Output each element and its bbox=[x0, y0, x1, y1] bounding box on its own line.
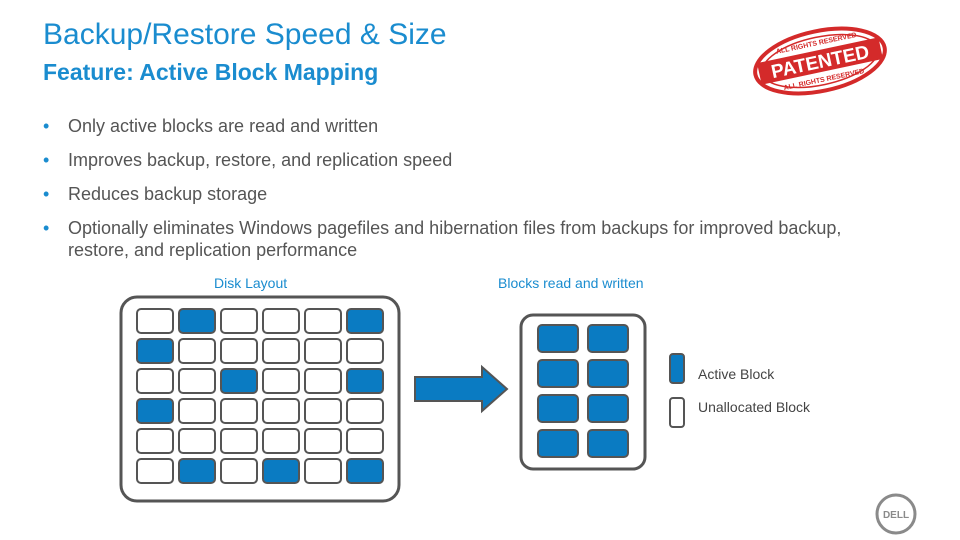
disk-block-unallocated bbox=[304, 428, 342, 454]
disk-block-active bbox=[220, 368, 258, 394]
disk-block-unallocated bbox=[178, 368, 216, 394]
bullet-item: Optionally eliminates Windows pagefiles … bbox=[43, 217, 843, 261]
bullet-item: Reduces backup storage bbox=[43, 183, 843, 205]
arrow-right-icon bbox=[414, 364, 509, 414]
read-block-active bbox=[537, 394, 579, 423]
disk-block-unallocated bbox=[262, 368, 300, 394]
disk-block-unallocated bbox=[178, 428, 216, 454]
disk-block-unallocated bbox=[136, 308, 174, 334]
disk-block-active bbox=[346, 458, 384, 484]
disk-block-unallocated bbox=[136, 368, 174, 394]
disk-block-active bbox=[136, 338, 174, 364]
dell-logo-text: DELL bbox=[883, 510, 909, 521]
active-blocks-panel bbox=[519, 313, 647, 471]
slide-title: Backup/Restore Speed & Size bbox=[43, 18, 447, 51]
read-block-active bbox=[587, 429, 629, 458]
patented-stamp: ALL RIGHTS RESERVED PATENTED ALL RIGHTS … bbox=[753, 26, 887, 96]
disk-block-unallocated bbox=[220, 398, 258, 424]
disk-block-unallocated bbox=[346, 338, 384, 364]
disk-block-unallocated bbox=[346, 398, 384, 424]
disk-block-unallocated bbox=[304, 398, 342, 424]
bullet-item: Improves backup, restore, and replicatio… bbox=[43, 149, 843, 171]
disk-block-active bbox=[178, 308, 216, 334]
slide-subtitle: Feature: Active Block Mapping bbox=[43, 59, 379, 85]
disk-block-unallocated bbox=[262, 308, 300, 334]
read-block-active bbox=[587, 324, 629, 353]
disk-block-unallocated bbox=[136, 428, 174, 454]
disk-block-unallocated bbox=[178, 338, 216, 364]
legend-unallocated-swatch bbox=[669, 397, 685, 428]
disk-block-unallocated bbox=[220, 428, 258, 454]
disk-block-unallocated bbox=[304, 338, 342, 364]
dell-logo: DELL bbox=[875, 493, 917, 535]
disk-block-active bbox=[262, 458, 300, 484]
disk-block-unallocated bbox=[220, 338, 258, 364]
blocks-caption: Blocks read and written bbox=[498, 275, 644, 291]
disk-block-active bbox=[136, 398, 174, 424]
disk-block-active bbox=[346, 368, 384, 394]
disk-block-unallocated bbox=[220, 308, 258, 334]
read-block-active bbox=[537, 429, 579, 458]
disk-block-unallocated bbox=[136, 458, 174, 484]
read-block-active bbox=[587, 359, 629, 388]
disk-block-unallocated bbox=[220, 458, 258, 484]
disk-block-unallocated bbox=[262, 338, 300, 364]
disk-layout bbox=[119, 295, 401, 503]
legend-active-label: Active Block bbox=[698, 366, 775, 382]
read-block-active bbox=[537, 324, 579, 353]
disk-layout-caption: Disk Layout bbox=[214, 275, 288, 291]
disk-block-active bbox=[178, 458, 216, 484]
bullet-item: Only active blocks are read and written bbox=[43, 115, 843, 137]
legend-unallocated-label: Unallocated Block bbox=[698, 399, 811, 415]
disk-block-unallocated bbox=[262, 428, 300, 454]
disk-block-unallocated bbox=[346, 428, 384, 454]
disk-block-active bbox=[346, 308, 384, 334]
read-block-active bbox=[537, 359, 579, 388]
disk-block-unallocated bbox=[304, 458, 342, 484]
disk-block-unallocated bbox=[304, 368, 342, 394]
read-block-active bbox=[587, 394, 629, 423]
legend-active-swatch bbox=[669, 353, 685, 384]
disk-block-unallocated bbox=[304, 308, 342, 334]
bullet-list: Only active blocks are read and written … bbox=[43, 115, 843, 273]
disk-block-unallocated bbox=[178, 398, 216, 424]
disk-block-unallocated bbox=[262, 398, 300, 424]
